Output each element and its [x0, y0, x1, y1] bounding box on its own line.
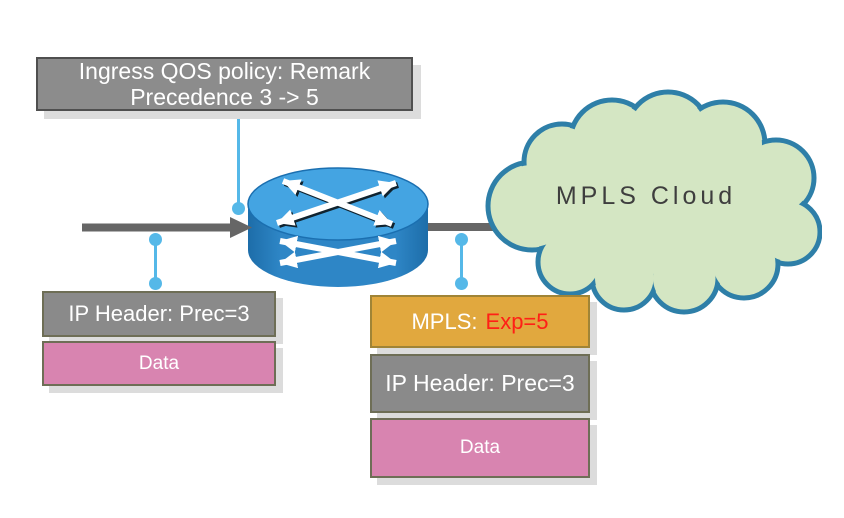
- mpls-cloud-label: MPLS Cloud: [555, 182, 737, 210]
- ingress-qos-policy-callout: Ingress QOS policy: Remark Precedence 3 …: [36, 57, 413, 111]
- packet-in-data-label: Data: [138, 352, 180, 374]
- packet-in-header-label: IP Header: Prec=3: [68, 301, 250, 326]
- ingress-flow-arrow-icon: [82, 217, 252, 238]
- packet-out-data-label: Data: [459, 437, 501, 458]
- packet-out-mpls-box: MPLS: Exp=5: [370, 295, 590, 348]
- connector-dot: [149, 233, 162, 246]
- packet-out-exp-value: Exp=5: [485, 308, 549, 334]
- packet-in-connector: [154, 240, 157, 284]
- packet-out-header-label: IP Header: Prec=3: [385, 370, 575, 396]
- qos-callout-line2: Precedence 3 -> 5: [130, 84, 319, 110]
- egress-flow-line: [420, 223, 504, 231]
- packet-out-header-box: IP Header: Prec=3: [370, 354, 590, 413]
- packet-in-header-box: IP Header: Prec=3: [42, 291, 276, 337]
- qos-callout-line1: Ingress QOS policy: Remark: [78, 58, 371, 84]
- packet-out-data-box: Data: [370, 418, 590, 478]
- router-icon: [247, 167, 429, 287]
- packet-out-mpls-label: MPLS:: [411, 308, 478, 334]
- connector-dot: [149, 277, 162, 290]
- mpls-cloud-icon: [485, 89, 822, 315]
- connector-dot: [455, 233, 468, 246]
- packet-in-data-box: Data: [42, 341, 276, 386]
- connector-dot: [455, 277, 468, 290]
- connector-dot: [232, 202, 245, 215]
- qos-callout-connector: [237, 111, 240, 210]
- packet-out-connector: [460, 240, 463, 284]
